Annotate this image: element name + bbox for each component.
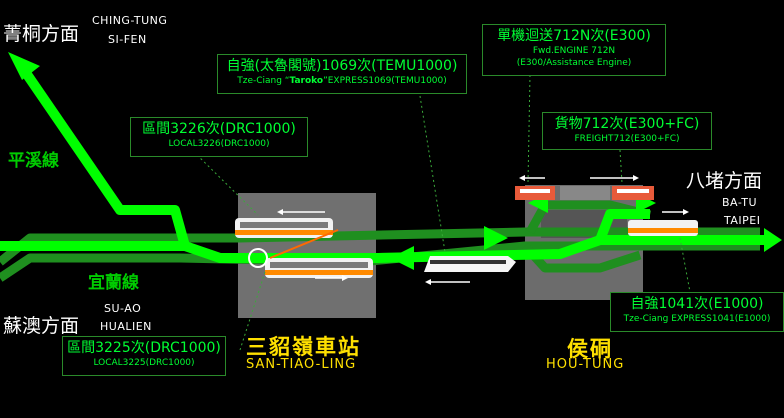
arrow-left-icon (390, 246, 414, 270)
santiaoling-station-name: 三貂嶺車站 (246, 335, 361, 359)
pingxi-line-label: 平溪線 (8, 151, 59, 171)
arrow-right-icon (484, 226, 508, 250)
train-icon-1041 (628, 220, 698, 236)
train-label-3226: 區間3226次(DRC1000) LOCAL3226(DRC1000) (130, 117, 308, 157)
train-1069-cn: 自強(太魯閣號)1069次(TEMU1000) (226, 58, 458, 74)
direction-badu-en2: TAIPEI (724, 214, 761, 227)
train-3226-en: LOCAL3226(DRC1000) (168, 139, 270, 149)
train-label-1041: 自強1041次(E1000) Tze-Ciang EXPRESS1041(E10… (610, 292, 784, 332)
yilan-line-label: 宜蘭線 (88, 273, 139, 293)
train-1069-en-post: ”EXPRESS1069(TEMU1000) (323, 76, 447, 86)
train-3226-cn: 區間3226次(DRC1000) (142, 121, 296, 137)
direction-jingtong-en1: CHING-TUNG (92, 14, 168, 27)
train-icon-3226 (235, 218, 333, 238)
houtong-station-en: HOU-TUNG (546, 357, 625, 372)
direction-jingtong-en2: SI-FEN (108, 33, 147, 46)
train-label-712: 貨物712次(E300+FC) FREIGHT712(E300+FC) (542, 112, 712, 150)
train-1069-en-pre: Tze-Ciang “ (237, 76, 290, 86)
pingxi-arrow-head (8, 52, 40, 80)
train-1069-en-bold: Taroko (289, 76, 324, 86)
position-marker-icon (248, 248, 268, 268)
train-3225-en: LOCAL3225(DRC1000) (93, 358, 195, 368)
train-3225-cn: 區間3225次(DRC1000) (67, 340, 221, 356)
train-label-1069: 自強(太魯閣號)1069次(TEMU1000) Tze-Ciang “Tarok… (217, 54, 467, 94)
train-icon-1069 (424, 256, 516, 272)
direction-suao-en2: HUALIEN (100, 320, 152, 333)
train-1069-en: Tze-Ciang “Taroko”EXPRESS1069(TEMU1000) (218, 75, 466, 87)
badu-arrow-head (764, 228, 782, 252)
direction-suao-cn: 蘇澳方面 (3, 315, 80, 337)
train-712-cn: 貨物712次(E300+FC) (554, 116, 700, 132)
train-1041-cn: 自強1041次(E1000) (630, 296, 764, 312)
direction-badu-en1: BA-TU (722, 196, 758, 209)
santiaoling-station-en: SAN-TIAO-LING (246, 357, 357, 372)
train-icon-3225 (265, 258, 373, 278)
train-label-3225: 區間3225次(DRC1000) LOCAL3225(DRC1000) (62, 336, 226, 376)
direction-suao-en1: SU-AO (104, 302, 142, 315)
direction-badu-cn: 八堵方面 (686, 170, 763, 192)
houtong-station-name: 侯硐 (567, 337, 613, 361)
train-label-712n: 單機迴送712N次(E300) Fwd.ENGINE 712N (E300/As… (482, 24, 666, 76)
direction-jingtong-cn: 菁桐方面 (3, 23, 80, 45)
locomotive-icon-712 (560, 186, 654, 200)
train-712n-en2: (E300/Assistance Engine) (516, 58, 632, 68)
motion-arrows (277, 175, 689, 285)
locomotive-icon-712n (515, 186, 555, 200)
leader-lines (189, 74, 691, 351)
train-712-en: FREIGHT712(E300+FC) (574, 134, 680, 144)
train-712n-cn: 單機迴送712N次(E300) (497, 28, 651, 44)
route-line (269, 229, 339, 259)
train-1041-en: Tze-Ciang EXPRESS1041(E1000) (623, 314, 771, 324)
train-712n-en1: Fwd.ENGINE 712N (532, 46, 616, 56)
